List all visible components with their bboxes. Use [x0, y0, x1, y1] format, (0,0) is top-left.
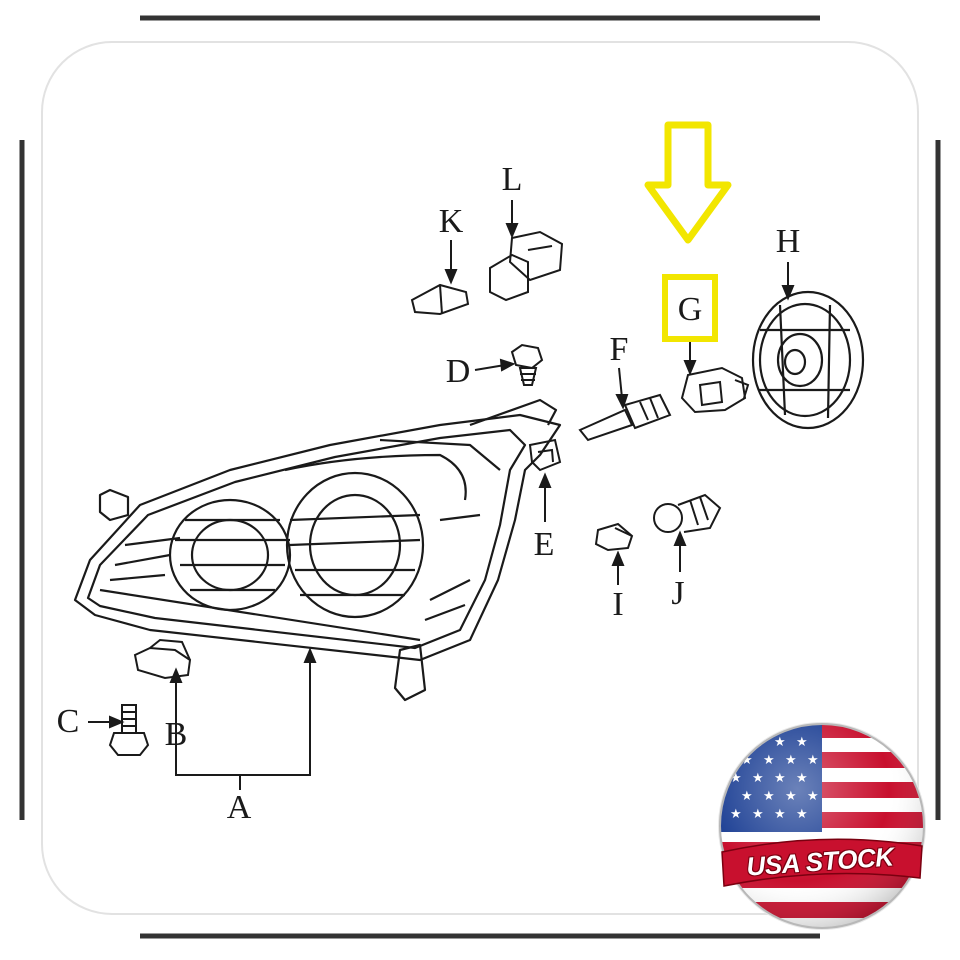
part-g-socket: [680, 366, 750, 414]
label-e: E: [533, 526, 555, 563]
part-k-bulb: [410, 283, 470, 316]
label-k: K: [438, 203, 464, 240]
leader-lines: [88, 200, 795, 790]
frame-border: [19, 15, 941, 939]
part-h-cover: [751, 290, 865, 430]
label-g: G: [677, 291, 703, 328]
label-i: I: [612, 586, 624, 623]
highlight-arrow-icon: [644, 121, 732, 244]
leader-f: [618, 367, 623, 399]
label-h: H: [775, 223, 801, 260]
leader-a: [175, 660, 311, 776]
label-b: B: [164, 716, 188, 753]
svg-text:★: ★: [730, 735, 742, 750]
label-a: A: [226, 789, 252, 826]
part-c-bolt: [108, 704, 150, 756]
part-l-socket: [489, 230, 564, 302]
part-i-bulb: [594, 522, 634, 552]
part-e-grommet: [528, 438, 562, 472]
part-j-bulb: [653, 493, 722, 533]
part-d-screw: [510, 343, 544, 386]
label-l: L: [501, 161, 523, 198]
label-j: J: [671, 575, 685, 612]
label-d: D: [445, 353, 471, 390]
part-b-clip: [133, 638, 192, 680]
label-f: F: [609, 331, 629, 368]
label-c: C: [56, 703, 80, 740]
usa-stock-badge: ★★★★ ★★★★ ★★★★ ★★★★ ★★★★: [718, 722, 926, 930]
headlight-assembly: [73, 398, 562, 702]
part-f-bulb: [578, 393, 672, 442]
leader-d: [474, 364, 506, 371]
highlight-box: [662, 274, 718, 342]
